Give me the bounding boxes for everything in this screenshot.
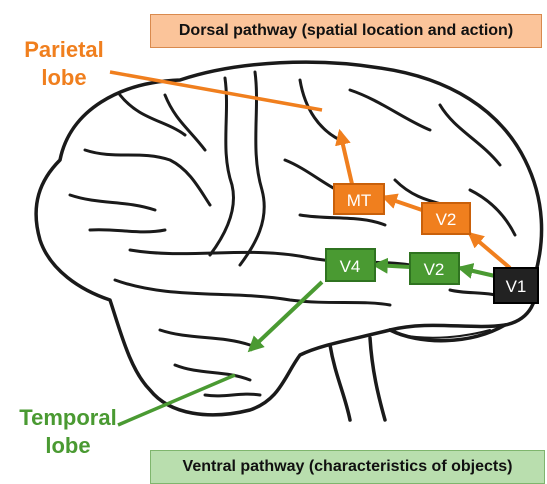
arrow-mt-to-parietal xyxy=(335,128,354,185)
ventral-arrows xyxy=(247,257,496,353)
dorsal-pathway-banner: Dorsal pathway (spatial location and act… xyxy=(150,14,542,48)
node-mt-label: MT xyxy=(347,191,372,210)
arrow-v4-to-temporal xyxy=(247,280,324,353)
node-v4-label: V4 xyxy=(340,257,361,276)
brain-silhouette xyxy=(34,60,544,417)
brainstem xyxy=(328,336,387,422)
arrow-v2-to-v4 xyxy=(371,257,411,274)
dorsal-arrows xyxy=(335,128,512,270)
arrow-v1-to-v2-dorsal xyxy=(467,231,512,270)
parietal-pointer-line xyxy=(109,70,323,112)
node-v1: V1 xyxy=(493,267,539,304)
brain-folds xyxy=(68,70,517,398)
node-v4: V4 xyxy=(325,248,376,282)
node-v2-ventral: V2 xyxy=(409,252,460,285)
node-v2-dorsal: V2 xyxy=(421,202,471,235)
temporal-pointer-line xyxy=(117,373,236,427)
temporal-label-line2: lobe xyxy=(45,432,91,458)
arrow-v1-to-v2-ventral xyxy=(456,263,496,279)
brain-outline xyxy=(34,60,544,422)
temporal-label-line1: Temporal xyxy=(19,405,117,430)
parietal-label-line1: Parietal xyxy=(24,37,104,62)
arrow-v2-to-mt xyxy=(380,193,423,212)
parietal-lobe-label: Parietal lobe xyxy=(14,36,114,91)
parietal-label-line2: lobe xyxy=(41,64,87,90)
node-v2-dorsal-label: V2 xyxy=(436,210,457,229)
temporal-lobe-label: Temporal lobe xyxy=(8,404,128,459)
node-v1-label: V1 xyxy=(506,277,527,296)
ventral-pathway-banner: Ventral pathway (characteristics of obje… xyxy=(150,450,545,484)
node-mt: MT xyxy=(333,183,385,215)
node-v2-ventral-label: V2 xyxy=(424,260,445,279)
